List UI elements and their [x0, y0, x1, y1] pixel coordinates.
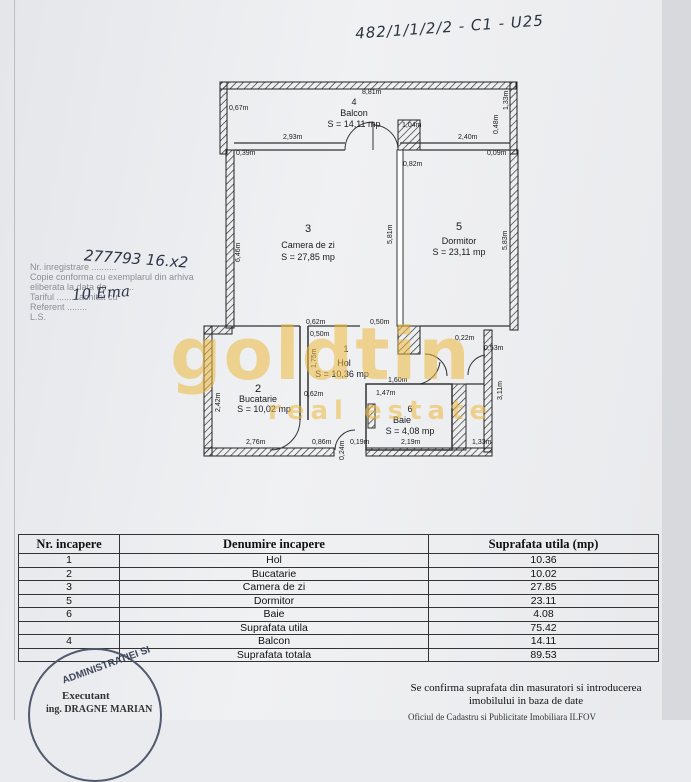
dim: 5,81m [387, 224, 394, 244]
dim: 0,19m [350, 439, 370, 446]
page-edge [14, 0, 15, 720]
office-text: Oficiul de Cadastru si Publicitate Imobi… [408, 712, 596, 722]
dim: 0,48m [493, 114, 500, 134]
dim: 0,09m [487, 150, 507, 157]
room-6-num: 6 [407, 404, 412, 414]
dim: 0,62m [304, 391, 324, 398]
dim: 0,82m [403, 161, 423, 168]
wall-right [509, 149, 519, 331]
dim: 3,11m [497, 381, 504, 400]
dim: 0,24m [339, 440, 346, 460]
wall-balcony-left [219, 81, 228, 155]
dim: 1,33m [472, 439, 492, 446]
area-table: Nr. incapere Denumire incapere Suprafata… [18, 534, 659, 662]
watermark-brand: goldtin [170, 312, 472, 396]
watermark-subtitle: real estate [268, 396, 494, 426]
dim: 0,50m [370, 319, 390, 326]
header-name: Denumire incapere [119, 534, 429, 554]
dim: 2,76m [246, 439, 266, 446]
dim: 1,60m [388, 377, 408, 384]
wall-bottom-kitchen [203, 447, 335, 457]
room-3-num: 3 [305, 223, 311, 235]
dim: 2,42m [215, 392, 222, 412]
stamp-top-text: ADMINISTRATIEI SI [60, 644, 152, 687]
dim: 0,62m [306, 319, 326, 326]
pillar-hall [397, 325, 421, 355]
room-2-area: S = 10,02 mp [237, 404, 291, 414]
floor-plan: 4 Balcon S = 14,11 mp 3 Camera de zi S =… [203, 81, 519, 460]
room-6-area: S = 4,08 mp [386, 426, 435, 436]
room-4-area: S = 14,11 mp [327, 119, 380, 129]
page-right-margin [662, 0, 691, 720]
dim: 0,86m [312, 439, 332, 446]
dim: 2,93m [283, 134, 303, 141]
room-1-num: 1 [343, 344, 348, 354]
wall-top [219, 81, 517, 90]
room-3-area: S = 27,85 mp [281, 252, 335, 262]
room-3-name: Camera de zi [281, 240, 335, 250]
room-2-name: Bucatarie [239, 394, 277, 404]
header-nr: Nr. incapere [18, 534, 120, 554]
room-4-num: 4 [351, 97, 356, 107]
dim: 1,04m [402, 122, 422, 129]
dim: 2,19m [401, 439, 421, 446]
dim: 0,67m [229, 105, 249, 112]
dim: 6,46m [235, 242, 242, 262]
header-area: Suprafata utila (mp) [428, 534, 659, 554]
dim: 0,50m [310, 331, 330, 338]
dim: 1,33m [503, 90, 510, 110]
room-6-name: Baie [393, 415, 411, 425]
executant-name: ing. DRAGNE MARIAN [46, 704, 153, 715]
room-5-area: S = 23,11 mp [432, 247, 485, 257]
dim: 1,75m [311, 348, 318, 368]
room-4-name: Balcon [340, 108, 368, 118]
room-2-num: 2 [255, 383, 261, 395]
dim: 0,22m [455, 335, 475, 342]
wall-right-lower [483, 329, 493, 453]
room-5-num: 5 [456, 221, 462, 233]
dim: 2,40m [458, 134, 478, 141]
authorization-stamp: ADMINISTRATIEI SI [28, 644, 162, 782]
wall-bottom-bath [365, 447, 493, 457]
room-1-area: S = 10,36 mp [315, 369, 369, 379]
confirmation-text: Se confirma suprafata din masuratori si … [410, 682, 642, 707]
dim: 5,83m [502, 230, 509, 250]
executant-label: Executant [62, 690, 110, 702]
dim: 0,53m [484, 345, 504, 352]
wall-living-left [225, 149, 235, 329]
wall-balcony-right [509, 81, 518, 155]
room-5-name: Dormitor [442, 236, 477, 246]
dim: 8,81m [362, 89, 382, 96]
room-1-name: Hol [337, 358, 351, 368]
dim: 1,47m [376, 390, 396, 397]
dim: 0,39m [236, 150, 256, 157]
faint-stamp-text: Nr. inregistrare ..........Copie conform… [30, 262, 194, 322]
